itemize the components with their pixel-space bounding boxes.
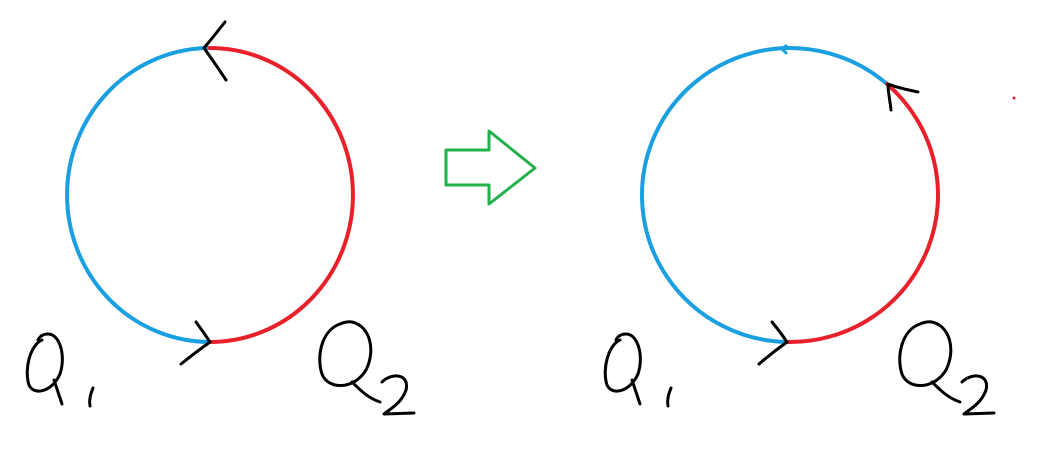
left-top-arrowhead-icon [202, 20, 228, 82]
transition-arrow-icon [444, 129, 537, 206]
left-q2-arc [208, 46, 355, 344]
left-q1-arc [65, 46, 212, 344]
left-state [25, 20, 416, 416]
right-state [603, 44, 1016, 416]
right-q1-arc [640, 46, 889, 344]
right-upper-arrowhead-icon [886, 82, 920, 112]
right-q2-label [898, 320, 996, 416]
right-q2-arc [785, 82, 940, 345]
left-bottom-arrowhead-icon [179, 320, 212, 366]
left-q1-label [25, 332, 95, 408]
right-bottom-arrowhead-icon [757, 320, 789, 366]
left-q2-label [318, 320, 416, 416]
right-q1-label [603, 332, 673, 408]
right-top-mark [780, 44, 788, 55]
stray-red-dot [1012, 96, 1016, 100]
